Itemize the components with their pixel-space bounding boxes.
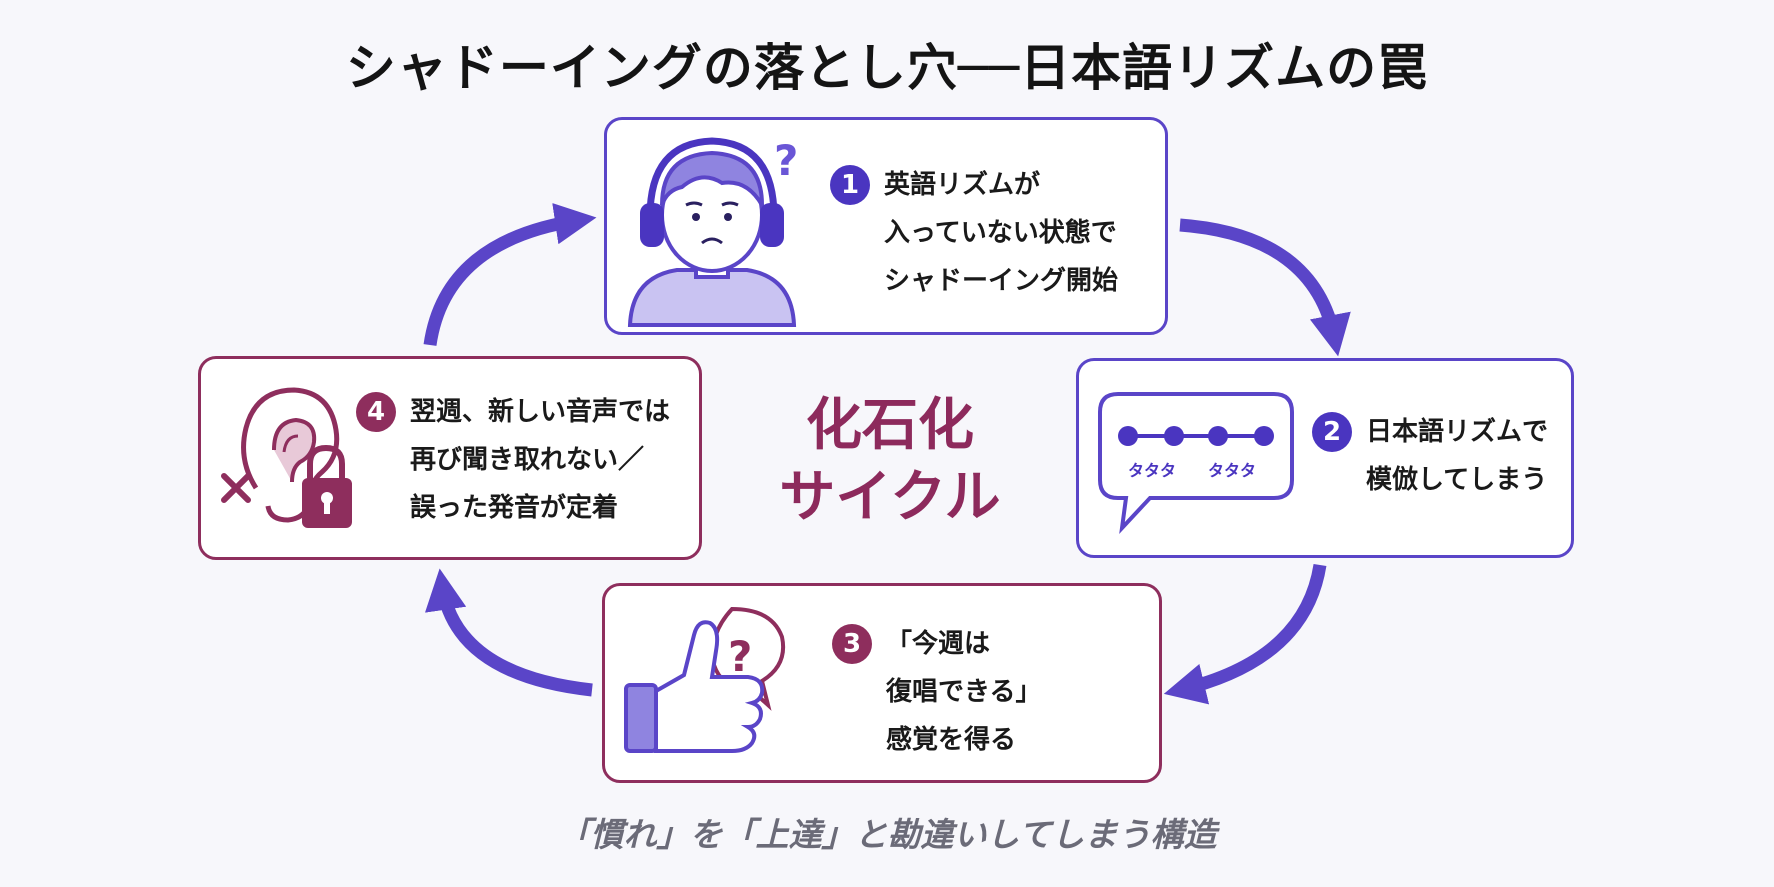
step-4-number: 4 <box>356 392 396 432</box>
step-2-card <box>1076 358 1574 558</box>
arrow-3-to-4 <box>425 568 593 697</box>
step-4-line: 誤った発音が定着 <box>410 493 619 523</box>
step-4-line: 翌週、新しい音声では <box>410 397 671 427</box>
arrow-4-to-1 <box>423 203 597 346</box>
step-3-line: 復唱できる」 <box>886 677 1042 707</box>
step-1-line: 入っていない状態で <box>884 218 1117 248</box>
svg-text:?: ? <box>774 136 798 185</box>
svg-text:?: ? <box>728 632 752 681</box>
svg-text:タタタ: タタタ <box>1208 461 1256 480</box>
caption: 「慣れ」を「上達」と勘違いしてしまう構造 <box>557 815 1217 854</box>
cycle-label: 化石化 サイクル <box>779 393 1001 530</box>
step-1: 1 英語リズムが 入っていない状態で シャドーイング開始 <box>830 165 1118 305</box>
thumbs-up-question-icon: ? <box>624 606 785 753</box>
step-4: 4 翌週、新しい音声では 再び聞き取れない／ 誤った発音が定着 <box>356 392 670 532</box>
step-1-line: 英語リズムが <box>884 170 1041 200</box>
page-title: シャドーイングの落とし穴──日本語リズムの罠 <box>345 39 1429 97</box>
step-2-line: 日本語リズムで <box>1366 417 1549 447</box>
confused-person-headphones-icon: ? <box>627 136 798 327</box>
speech-bubble-dots-icon: タタタ タタタ <box>1098 392 1294 534</box>
arrow-2-to-3 <box>1163 563 1327 705</box>
step-2-line: 模倣してしまう <box>1366 465 1548 495</box>
svg-text:タタタ: タタタ <box>1128 461 1176 480</box>
step-3-line: 感覚を得る <box>886 725 1017 755</box>
arrow-1-to-2 <box>1179 218 1351 357</box>
step-3: 3 「今週は 復唱できる」 感覚を得る <box>832 624 1041 764</box>
step-2: 2 日本語リズムで 模倣してしまう <box>1312 412 1548 504</box>
step-4-line: 再び聞き取れない／ <box>410 445 645 475</box>
step-1-number: 1 <box>830 165 870 205</box>
ear-lock-icon <box>221 387 352 528</box>
step-3-number: 3 <box>832 624 872 664</box>
step-2-number: 2 <box>1312 412 1352 452</box>
step-3-line: 「今週は <box>886 629 991 659</box>
step-1-line: シャドーイング開始 <box>884 266 1119 296</box>
